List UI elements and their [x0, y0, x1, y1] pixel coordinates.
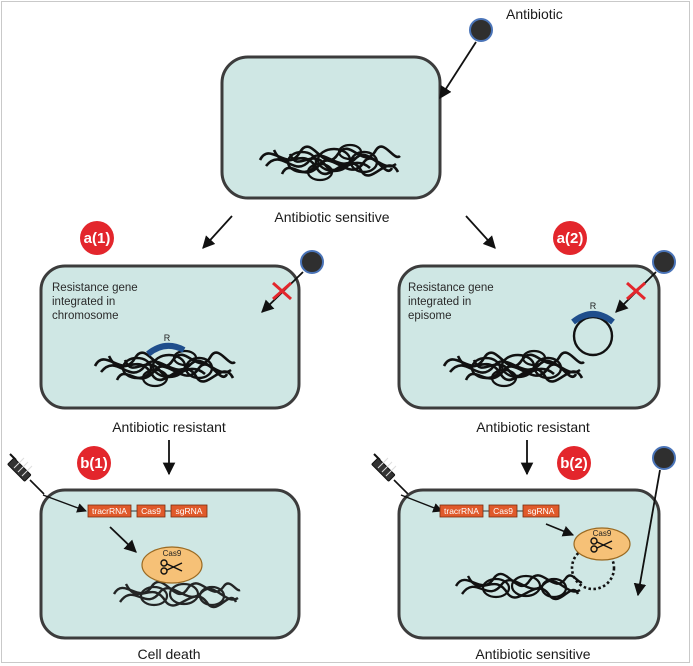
b2-expression-arrow	[545, 523, 575, 537]
a1-note-line3: chromosome	[52, 310, 118, 322]
b1-scissors-icon	[160, 559, 183, 575]
a2-caption: Antibiotic resistant	[476, 419, 590, 435]
b2-syringe-icon	[370, 453, 409, 495]
a1-note-line2: integrated in	[52, 296, 115, 308]
a2-cell: R	[397, 264, 661, 410]
b2-scissors-icon	[590, 537, 613, 553]
a2-note-line3: episome	[408, 310, 451, 322]
a1-caption: Antibiotic resistant	[112, 419, 226, 435]
b1-caption: Cell death	[137, 646, 200, 662]
a2-note-line2: integrated in	[408, 296, 471, 308]
b2-injection-arrow	[400, 494, 443, 513]
a1-resistance-gene	[146, 342, 186, 357]
antibiotic-label: Antibiotic	[506, 6, 563, 22]
b1-cas9-gene-label: Cas9	[141, 506, 161, 516]
badge-b1: b(1)	[77, 446, 111, 480]
svg-text:a(2): a(2)	[557, 230, 584, 247]
a2-cross-mark-icon	[626, 281, 646, 301]
b2-cas9-protein: Cas9	[573, 527, 631, 561]
a1-cross-mark-icon	[272, 281, 292, 301]
b1-tracrrna-label: tracrRNA	[92, 506, 127, 516]
top-antibiotic-icon	[469, 18, 493, 42]
b1-syringe-icon	[6, 453, 45, 495]
svg-text:b(1): b(1)	[80, 455, 108, 472]
a1-antibiotic-icon	[300, 250, 324, 274]
b2-cell	[397, 488, 661, 640]
top-cell	[220, 55, 442, 200]
top-caption: Antibiotic sensitive	[274, 209, 389, 225]
b2-degraded-episome	[570, 545, 616, 591]
b1-cas9-protein: Cas9	[141, 546, 203, 584]
svg-text:b(2): b(2)	[560, 455, 588, 472]
arrow-to-a1	[202, 215, 233, 249]
b1-cas9-label: Cas9	[163, 549, 182, 558]
b1-sgrna-label: sgRNA	[176, 506, 203, 516]
arrow-to-a2	[465, 215, 496, 249]
b2-antibiotic-icon	[652, 446, 676, 470]
b1-construct: tracrRNA Cas9 sgRNA	[87, 504, 208, 518]
badge-a1: a(1)	[80, 221, 114, 255]
b2-construct: tracrRNA Cas9 sgRNA	[439, 504, 560, 518]
a1-note-line1: Resistance gene	[52, 282, 138, 294]
svg-text:a(1): a(1)	[84, 230, 111, 247]
b1-injection-arrow	[42, 494, 87, 513]
top-antibiotic-arrow	[439, 41, 477, 100]
a1-cell: R	[39, 264, 301, 410]
b2-cas9-label: Cas9	[593, 529, 612, 538]
badge-b2: b(2)	[557, 446, 591, 480]
badge-a2: a(2)	[553, 221, 587, 255]
b1-expression-arrow	[109, 526, 137, 553]
a2-resistance-gene	[571, 311, 615, 325]
a2-antibiotic-icon	[652, 250, 676, 274]
b2-tracrrna-label: tracrRNA	[444, 506, 479, 516]
b2-antibiotic-arrow	[633, 469, 661, 597]
b2-cas9-gene-label: Cas9	[493, 506, 513, 516]
b2-caption: Antibiotic sensitive	[475, 646, 590, 662]
a2-gene-label: R	[590, 301, 597, 311]
a2-note-line1: Resistance gene	[408, 282, 494, 294]
b2-sgrna-label: sgRNA	[528, 506, 555, 516]
a1-gene-label: R	[164, 333, 171, 343]
